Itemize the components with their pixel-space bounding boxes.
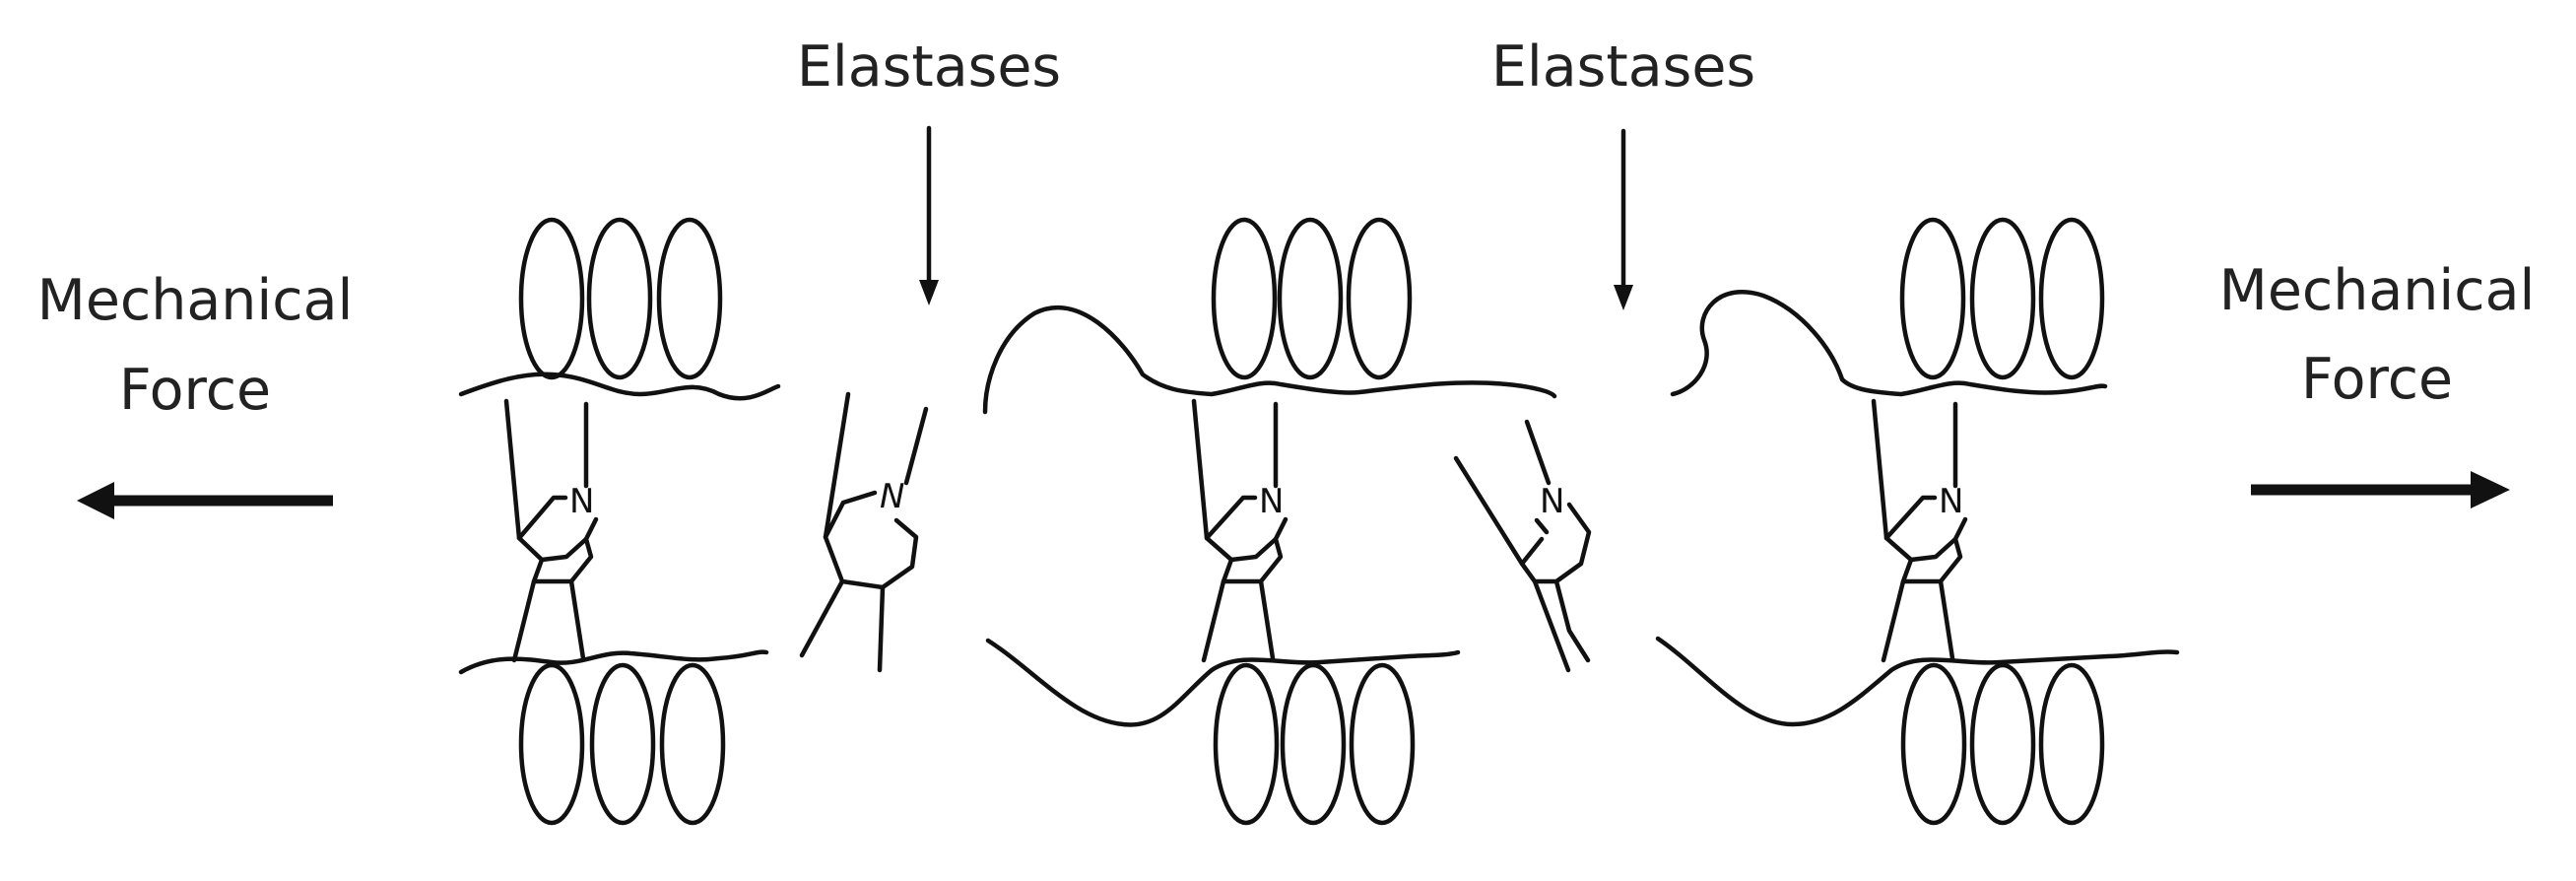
mechanical-force-right-line1: Mechanical	[2218, 258, 2536, 323]
mechanical-force-right-arrow	[2251, 471, 2510, 508]
mechanical-force-left-line1: Mechanical	[36, 268, 354, 333]
helix-top-right	[1670, 217, 2108, 397]
elastases-label-left: Elastases	[796, 34, 1062, 100]
mechanical-force-right-line2: Force	[2300, 347, 2454, 412]
desmosine-ring-right	[1871, 398, 1968, 663]
nitrogen-label-fragment-left: N	[880, 477, 904, 516]
nitrogen-label-fragment-right: N	[1540, 482, 1564, 521]
nitrogen-label-middle: N	[1259, 482, 1284, 521]
elastases-label-right: Elastases	[1490, 34, 1756, 100]
nitrogen-label-left: N	[569, 482, 594, 521]
cleaved-crosslink-fragment-left	[799, 391, 929, 673]
elastase-left-arrow	[919, 125, 939, 305]
helix-bottom-right	[1655, 636, 2180, 826]
desmosine-ring-middle	[1191, 398, 1288, 663]
helix-bottom-left	[458, 649, 769, 826]
crosslinked-unit-left	[458, 217, 781, 826]
helix-bottom-middle	[985, 638, 1461, 826]
mechanical-force-left-line2: Force	[118, 358, 272, 423]
crosslinked-unit-right	[1655, 217, 2180, 826]
crosslinked-unit-middle	[982, 217, 1557, 826]
mechanical-force-left-arrow	[77, 482, 333, 519]
elastase-right-arrow	[1614, 128, 1633, 310]
desmosine-ring-left	[503, 398, 599, 663]
cleaved-crosslink-fragment-right	[1453, 419, 1592, 673]
helix-top-left	[458, 217, 781, 401]
nitrogen-label-right: N	[1939, 482, 1963, 521]
helix-top-middle	[982, 217, 1557, 415]
